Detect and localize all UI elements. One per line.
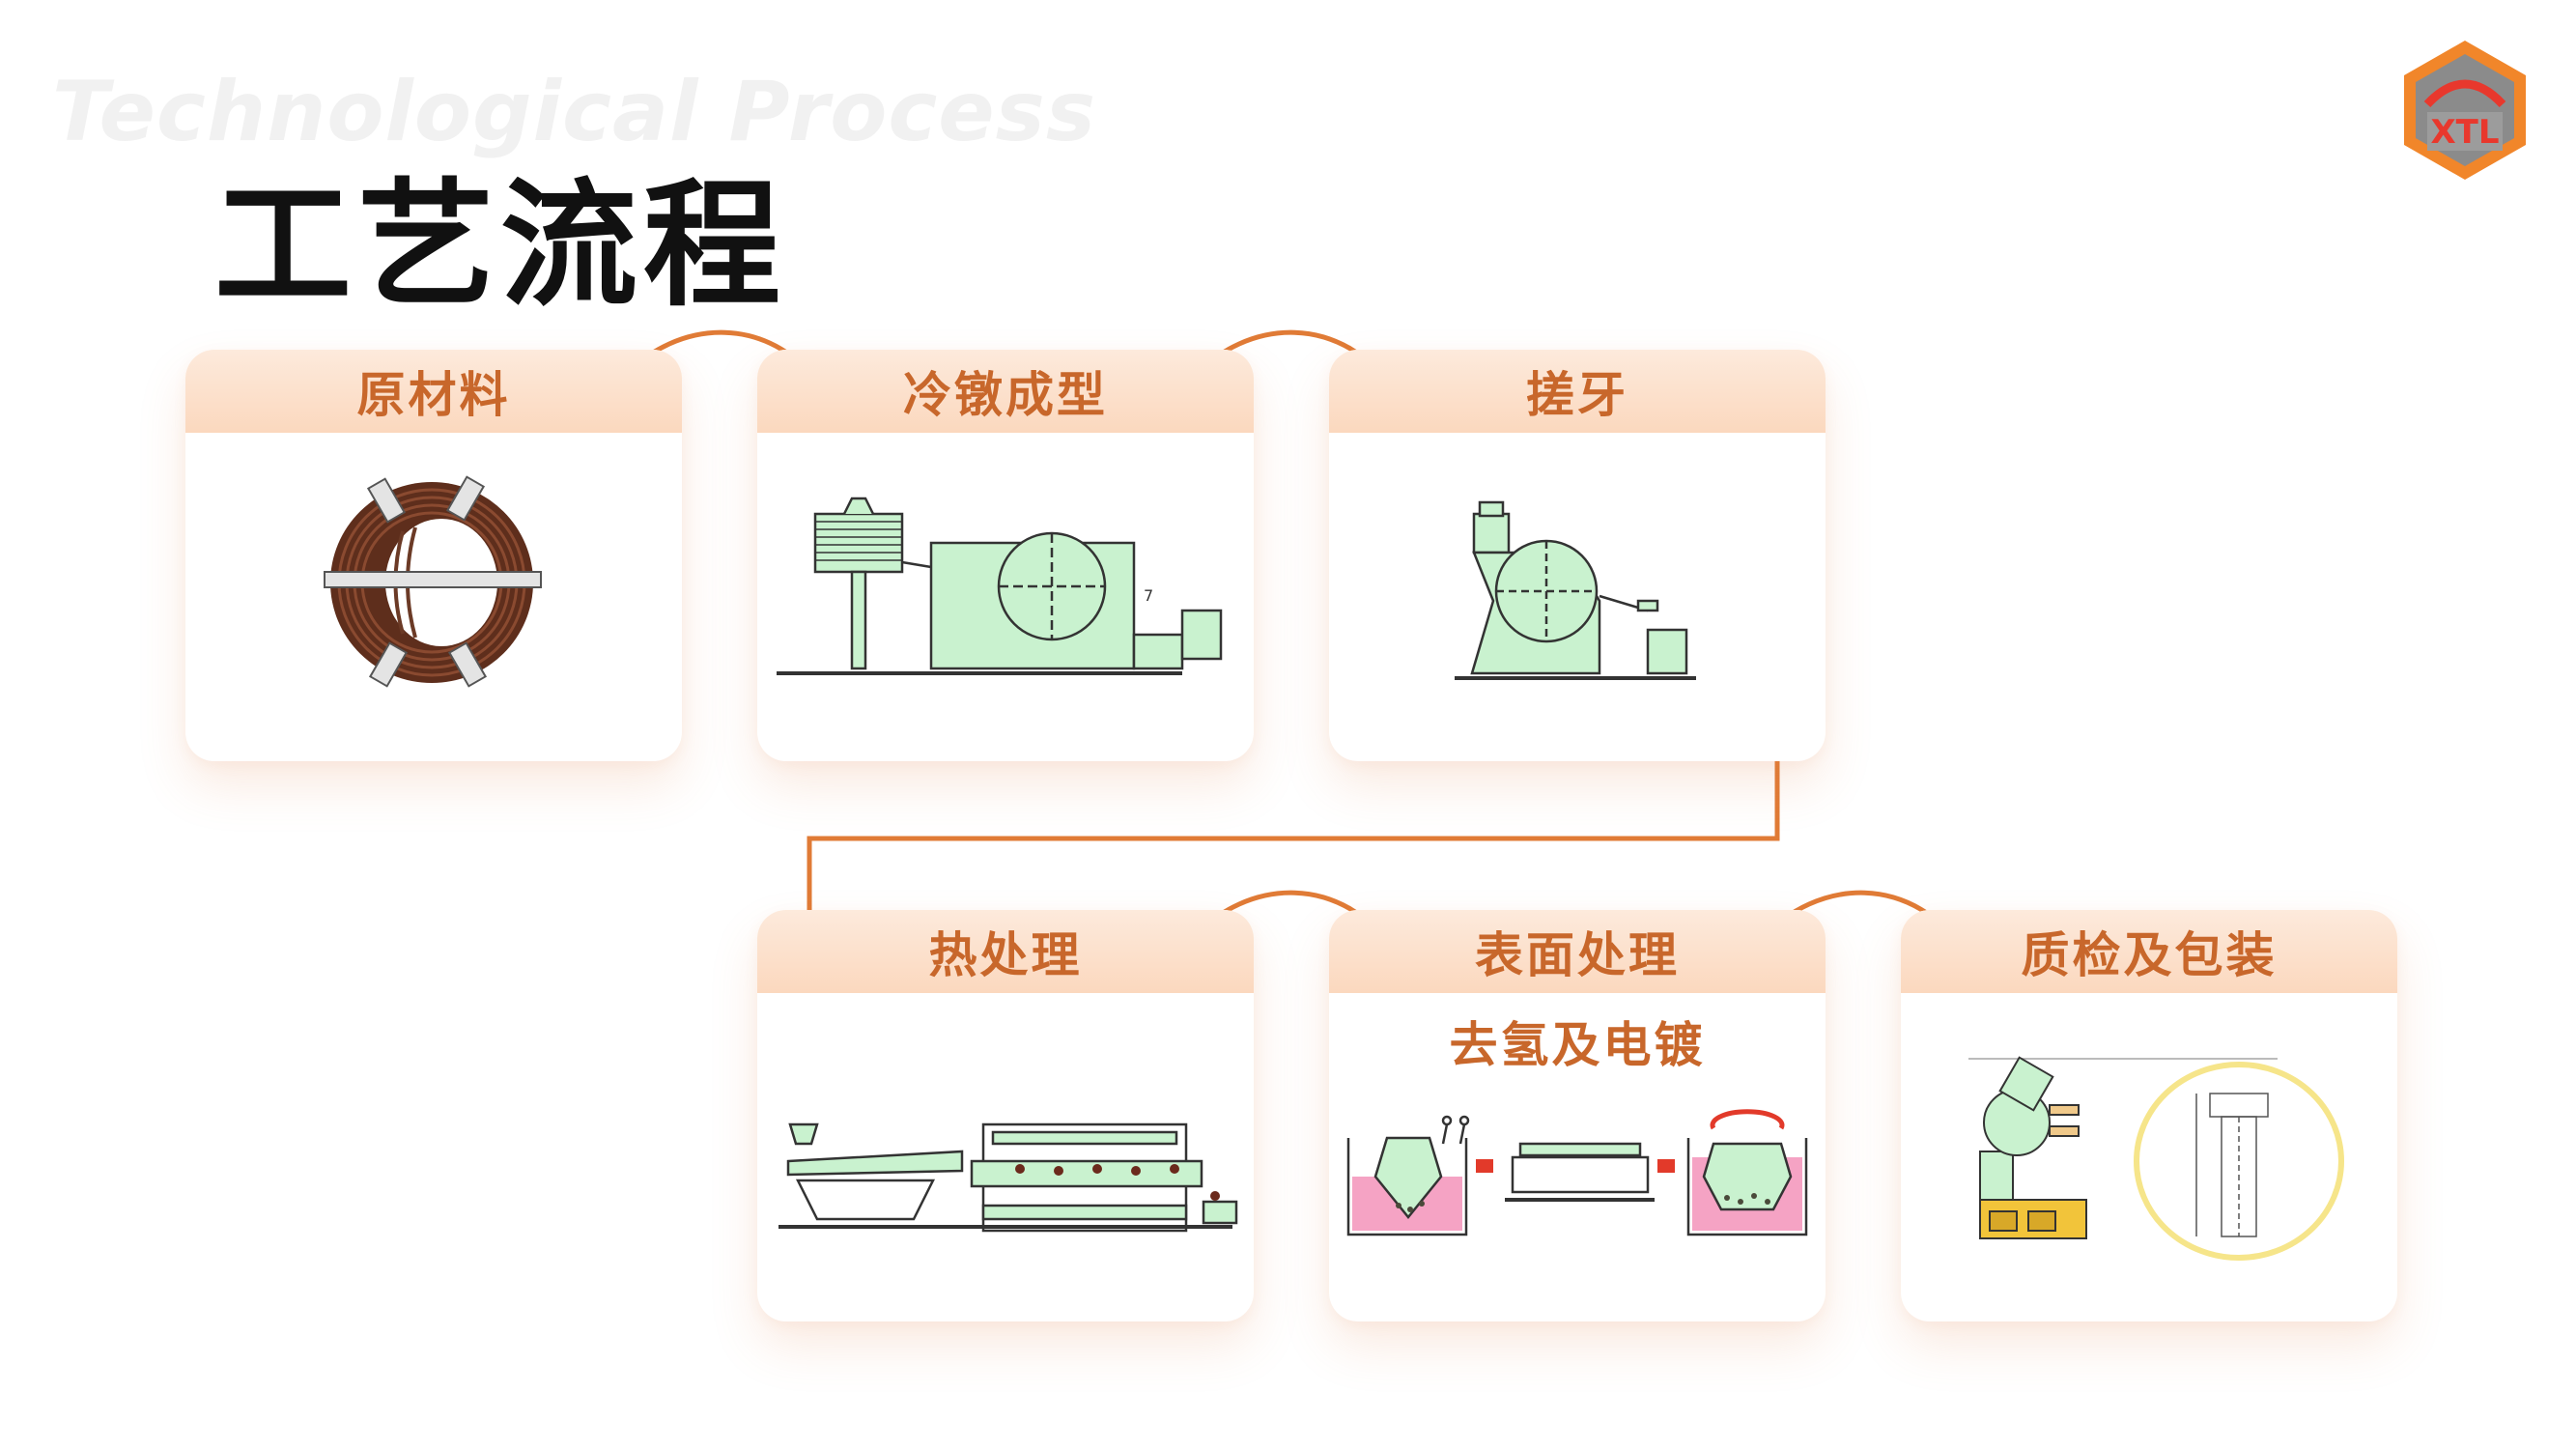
step-card-inspection-packaging: 质检及包装 bbox=[1901, 910, 2397, 1321]
electroplating-tanks-icon bbox=[1346, 1109, 1808, 1236]
watermark-text: Technological Process bbox=[52, 64, 1097, 160]
inspection-packaging-icon bbox=[1968, 1056, 2344, 1261]
thread-rolling-machine-icon bbox=[1455, 500, 1696, 680]
step-card-surface-treatment: 表面处理 去氢及电镀 bbox=[1329, 910, 1826, 1321]
wire-coil-icon bbox=[324, 475, 542, 688]
step-card-header: 质检及包装 bbox=[1901, 910, 2397, 993]
step-title: 表面处理 bbox=[1475, 927, 1680, 983]
page-title: 工艺流程 bbox=[214, 165, 786, 326]
step-card-header: 搓牙 bbox=[1329, 350, 1826, 433]
step-card-header: 冷镦成型 bbox=[757, 350, 1254, 433]
step-card-header: 原材料 bbox=[185, 350, 682, 433]
svg-text:7: 7 bbox=[1144, 586, 1153, 605]
step-card-raw-material: 原材料 bbox=[185, 350, 682, 761]
step-card-cold-heading: 冷镦成型 7 bbox=[757, 350, 1254, 761]
step-title: 热处理 bbox=[928, 927, 1083, 983]
step-subtitle: 去氢及电镀 bbox=[1449, 1017, 1706, 1073]
cold-heading-machine-icon: 7 bbox=[777, 497, 1223, 675]
heat-treatment-furnace-icon bbox=[778, 1122, 1238, 1233]
step-title: 搓牙 bbox=[1526, 367, 1628, 423]
step-title: 质检及包装 bbox=[2021, 927, 2278, 983]
step-title: 冷镦成型 bbox=[903, 367, 1108, 423]
step-card-thread-rolling: 搓牙 bbox=[1329, 350, 1826, 761]
step-title: 原材料 bbox=[356, 367, 511, 423]
step-card-heat-treatment: 热处理 bbox=[757, 910, 1254, 1321]
step-card-header: 表面处理 bbox=[1329, 910, 1826, 993]
svg-text:XTL: XTL bbox=[2430, 113, 2499, 152]
step-card-header: 热处理 bbox=[757, 910, 1254, 993]
company-logo-icon: XTL bbox=[2404, 41, 2526, 180]
